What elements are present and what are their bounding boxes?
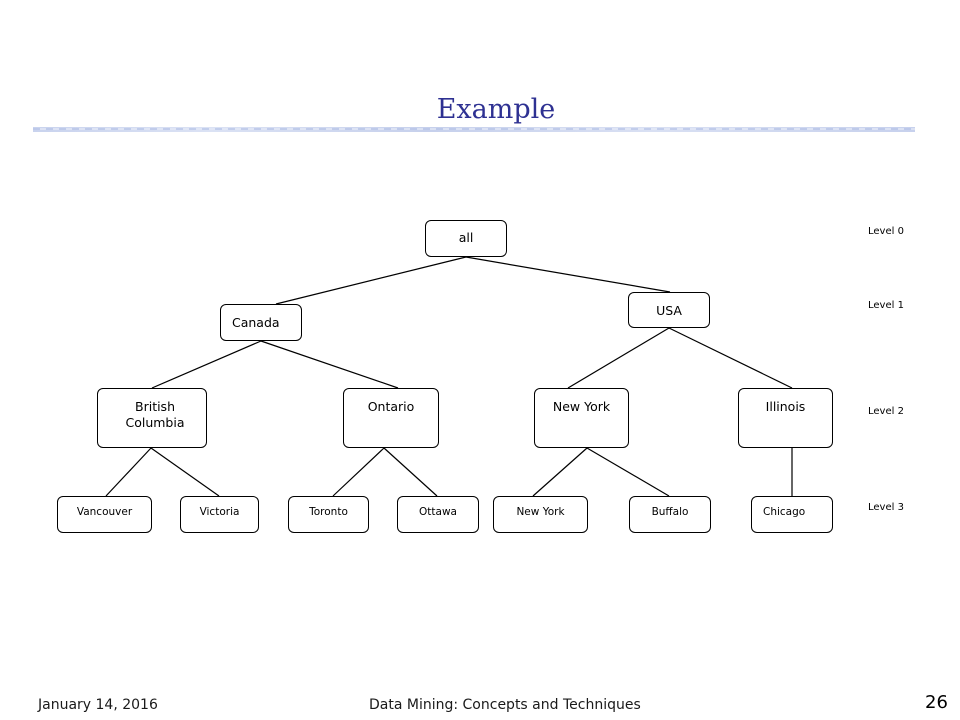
node-label: USA bbox=[656, 303, 682, 318]
node-canada: Canada bbox=[220, 304, 302, 341]
node-new-york-city: New York bbox=[493, 496, 588, 533]
edge-ontario-toronto bbox=[332, 447, 385, 497]
edge-newyork-newyork bbox=[532, 447, 588, 497]
node-toronto: Toronto bbox=[288, 496, 369, 533]
node-label: Ottawa bbox=[419, 506, 457, 518]
node-label: New York bbox=[552, 399, 611, 414]
node-ontario: Ontario bbox=[343, 388, 439, 448]
edge-usa-illinois bbox=[668, 327, 793, 389]
node-chicago: Chicago bbox=[751, 496, 833, 533]
node-label: Toronto bbox=[309, 506, 348, 518]
node-new-york: New York bbox=[534, 388, 629, 448]
edge-newyork-buffalo bbox=[586, 447, 670, 497]
level-label-1: Level 1 bbox=[868, 300, 904, 311]
node-british-columbia: British Columbia bbox=[97, 388, 207, 448]
title-underline bbox=[33, 127, 915, 132]
edge-bc-victoria bbox=[150, 447, 220, 497]
node-buffalo: Buffalo bbox=[629, 496, 711, 533]
node-label: Buffalo bbox=[651, 506, 689, 518]
node-label: Vancouver bbox=[76, 506, 133, 518]
edge-canada-ontario bbox=[260, 340, 399, 389]
edge-all-canada bbox=[275, 256, 467, 305]
node-illinois: Illinois bbox=[738, 388, 833, 448]
node-label: Victoria bbox=[199, 506, 240, 518]
node-label: Canada bbox=[232, 315, 280, 330]
node-label: Ontario bbox=[367, 399, 415, 414]
node-label: Chicago bbox=[763, 506, 806, 518]
level-label-2: Level 2 bbox=[868, 406, 904, 417]
level-label-0: Level 0 bbox=[868, 226, 904, 237]
node-label: British Columbia bbox=[125, 399, 185, 430]
node-label: Illinois bbox=[765, 399, 806, 414]
node-victoria: Victoria bbox=[180, 496, 259, 533]
edge-all-usa bbox=[465, 256, 671, 293]
edge-ontario-ottawa bbox=[383, 447, 438, 497]
node-ottawa: Ottawa bbox=[397, 496, 479, 533]
node-vancouver: Vancouver bbox=[57, 496, 152, 533]
edge-usa-newyork bbox=[567, 327, 670, 389]
node-label: all bbox=[458, 230, 474, 245]
slide-title: Example bbox=[436, 94, 556, 125]
node-label: New York bbox=[516, 506, 565, 518]
level-label-3: Level 3 bbox=[868, 502, 904, 513]
node-usa: USA bbox=[628, 292, 710, 328]
footer-title: Data Mining: Concepts and Techniques bbox=[369, 697, 641, 713]
node-all: all bbox=[425, 220, 507, 257]
edge-canada-bc bbox=[151, 340, 262, 389]
footer-date: January 14, 2016 bbox=[38, 697, 158, 713]
edge-bc-vancouver bbox=[105, 447, 152, 497]
page-number: 26 bbox=[925, 692, 948, 713]
